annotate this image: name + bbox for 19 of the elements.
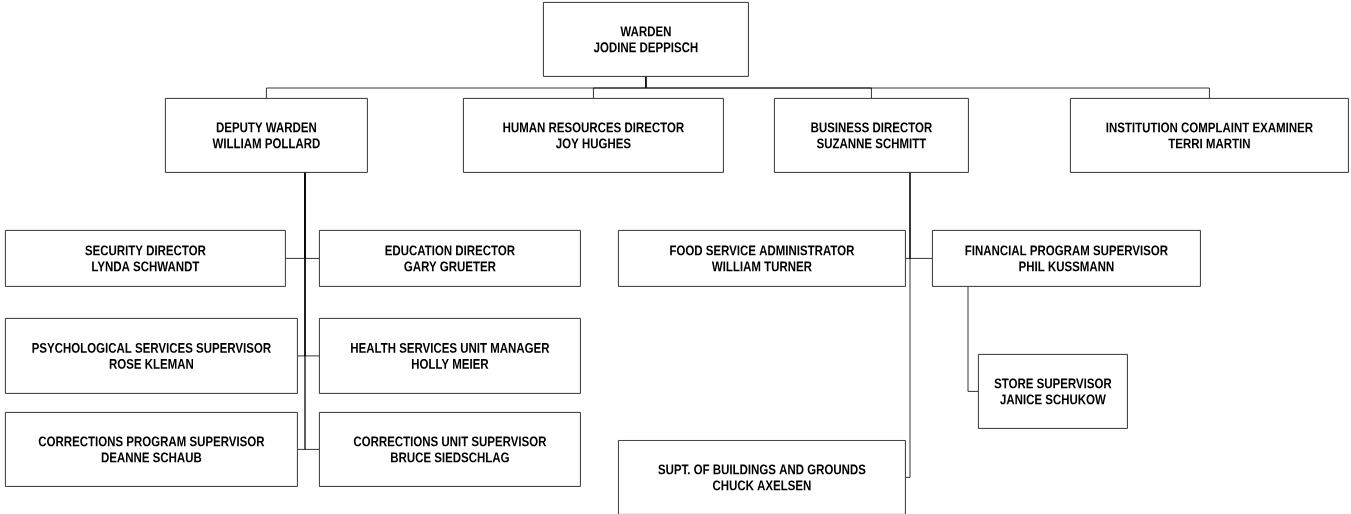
connector-line (304, 172, 320, 450)
position-box: CORRECTIONS PROGRAM SUPERVISOR DEANNE SCHAUB (5, 412, 298, 487)
position-box: HUMAN RESOURCES DIRECTOR JOY HUGHES (463, 98, 724, 173)
position-box: SECURITY DIRECTOR LYNDA SCHWANDT (5, 230, 286, 287)
position-box: WARDEN JODINE DEPPISCH (543, 2, 749, 77)
position-box: CORRECTIONS UNIT SUPERVISOR BRUCE SIEDSCHLAG (319, 412, 581, 487)
position-box: FINANCIAL PROGRAM SUPERVISOR PHIL KUSSMANN (932, 230, 1201, 287)
position-box: SUPT. OF BUILDINGS AND GROUNDS CHUCK AXELSEN (618, 440, 906, 514)
connector-line (967, 286, 979, 392)
position-box: EDUCATION DIRECTOR GARY GRUETER (319, 230, 581, 287)
position-box: FOOD SERVICE ADMINISTRATOR WILLIAM TURNER (618, 230, 906, 287)
position-box: PSYCHOLOGICAL SERVICES SUPERVISOR ROSE KLEMAN (5, 318, 298, 394)
connector-line (905, 172, 911, 478)
position-box: STORE SUPERVISOR JANICE SCHUKOW (978, 354, 1128, 429)
position-box: BUSINESS DIRECTOR SUZANNE SCHMITT (774, 98, 969, 173)
connector-line (645, 76, 1210, 99)
position-box: DEPUTY WARDEN WILLIAM POLLARD (165, 98, 368, 173)
position-box: HEALTH SERVICES UNIT MANAGER HOLLY MEIER (319, 318, 581, 394)
position-box: INSTITUTION COMPLAINT EXAMINER TERRI MARTIN (1070, 98, 1349, 173)
